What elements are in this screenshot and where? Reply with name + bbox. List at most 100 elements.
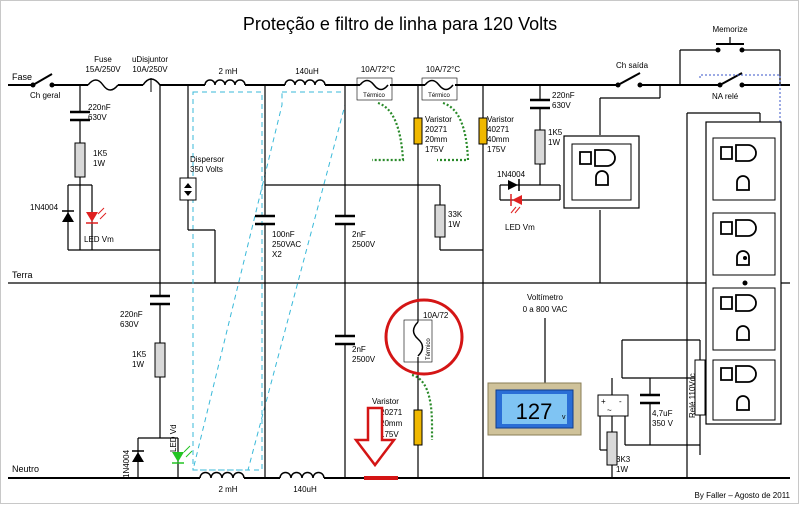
led-right-label: LED Vm [505, 223, 535, 232]
output-switch [615, 72, 643, 88]
cap-x2-class: X2 [272, 250, 282, 259]
thermal-fuse-1 [356, 77, 393, 101]
res-right [534, 129, 546, 165]
relay-label: Relé 110Vcc [688, 373, 697, 418]
thermal-2-label: 10A/72°C [426, 65, 461, 74]
res-3k3 [606, 431, 618, 466]
outlet-single [563, 135, 640, 209]
dispersor-wires [187, 85, 216, 283]
varistor-3 [413, 409, 423, 446]
led-left-bot [172, 445, 193, 464]
fase-label: Fase [12, 72, 32, 82]
res-right-value: 1K5 [548, 128, 563, 137]
inductor-top-1 [204, 79, 246, 86]
inductor-bot-2 [279, 471, 325, 479]
red-arrow [353, 406, 398, 480]
inductor-top-1-label: 2 mH [218, 67, 237, 76]
center-wires [417, 85, 484, 478]
diode-left-top [62, 210, 74, 222]
diode-left-top-label: 1N4004 [30, 203, 59, 212]
thermal-fuse-3 [403, 319, 433, 363]
res-3k3-value: 3K3 [616, 455, 631, 464]
outlet-strip [705, 121, 782, 425]
thermal-2-tag: Térmico [428, 93, 450, 99]
cap-left-bot [150, 294, 170, 306]
inductor-bot-1 [199, 471, 245, 479]
diode-left-bot-label: 1N4004 [122, 449, 131, 478]
outlet-1 [712, 137, 776, 201]
varistor-1-l2: 20271 [425, 125, 448, 134]
memorize-label: Memorize [712, 25, 748, 34]
varistor-2-l2: 40271 [487, 125, 510, 134]
res-left-top-power: 1W [93, 159, 105, 168]
outlet-3 [712, 287, 776, 351]
cap-left-top-voltage: 630V [88, 113, 107, 122]
inductor-bot-1-label: 2 mH [218, 485, 237, 494]
memorize-wires [679, 37, 781, 85]
relay-cap-value: 4,7uF [652, 409, 673, 418]
res-left-top-value: 1K5 [93, 149, 108, 158]
inductor-bot-2-label: 140uH [293, 485, 317, 494]
varistor-3-l4: 175V [380, 430, 399, 439]
x2-wires [264, 85, 440, 478]
diode-right [508, 179, 520, 191]
res-33k-power: 1W [448, 220, 460, 229]
led-right [510, 194, 522, 214]
varistor-1-l3: 20mm [425, 135, 448, 144]
fuse-value: 15A/250V [85, 65, 121, 74]
voltmeter-unit: v [562, 414, 566, 421]
bridge-rectifier [597, 394, 629, 417]
res-33k-value: 33K [448, 210, 463, 219]
varistor-2-l1: Varistor [487, 115, 514, 124]
led-left-top-label: LED Vm [84, 235, 114, 244]
ch-geral-label: Ch geral [30, 91, 60, 100]
cap-right-value: 220nF [552, 91, 575, 100]
cap-2nf-a [335, 214, 355, 226]
relay-link [699, 74, 781, 130]
terra-label: Terra [12, 270, 33, 280]
neutro-label: Neutro [12, 464, 39, 474]
voltmeter [487, 382, 582, 436]
ground-dots [742, 256, 748, 286]
dispersor-rating: 350 Volts [190, 165, 223, 174]
thermal-fuse-2 [421, 77, 458, 101]
varistor-1-l4: 175V [425, 145, 444, 154]
bridge-pos: + [601, 397, 606, 406]
relay-cap [640, 393, 660, 405]
thermal-3-tag: Térmico [426, 338, 432, 360]
res-left-bot-value: 1K5 [132, 350, 147, 359]
na-rele-label: NA relé [712, 92, 739, 101]
cap-left-top-value: 220nF [88, 103, 111, 112]
thermal-links [372, 101, 470, 440]
title: Proteção e filtro de linha para 120 Volt… [243, 14, 557, 34]
bridge-neg: - [619, 397, 622, 406]
led-left-top [86, 207, 107, 224]
voltmeter-title: Voltímetro [527, 293, 564, 302]
res-left-bot-power: 1W [132, 360, 144, 369]
cap-2nf-a-voltage: 2500V [352, 240, 376, 249]
breaker-name: uDisjuntor [132, 55, 168, 64]
ch-saida-label: Ch saída [616, 61, 649, 70]
cap-right [530, 98, 550, 110]
output-wires [599, 85, 761, 478]
breaker-symbol [142, 78, 161, 92]
dispersor-symbol [179, 177, 197, 201]
cap-2nf-b-value: 2nF [352, 345, 366, 354]
cap-left-bot-value: 220nF [120, 310, 143, 319]
led-left-bot-label: LED Vd [169, 424, 178, 452]
varistor-3-l2: 20271 [380, 408, 403, 417]
outlet-2 [712, 212, 776, 276]
res-33k [434, 204, 446, 238]
relay-coil [694, 359, 706, 416]
diode-right-label: 1N4004 [497, 170, 526, 179]
cap-2nf-a-value: 2nF [352, 230, 366, 239]
bridge-ac: ~ [607, 406, 612, 415]
varistor-2-l4: 175V [487, 145, 506, 154]
cap-x2 [255, 214, 275, 226]
thermal-3-label: 10A/72 [423, 311, 449, 320]
cap-2nf-b [335, 334, 355, 346]
fuse-symbol [87, 79, 119, 91]
